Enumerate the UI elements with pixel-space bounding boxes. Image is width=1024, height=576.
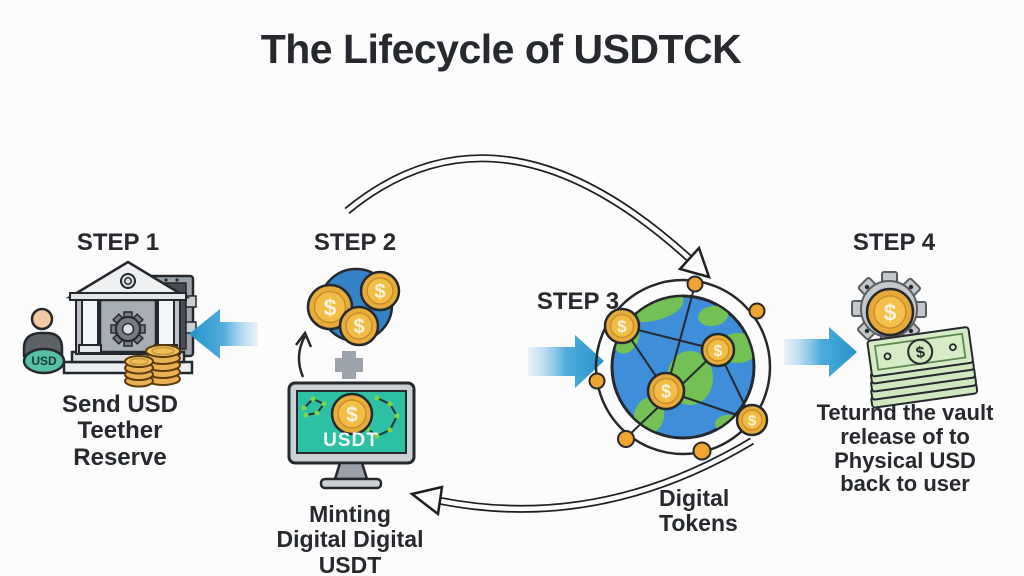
dollar-glyph: $ [324, 294, 337, 320]
globe-network-icon: $ $ $ $ [588, 275, 772, 461]
step-3-label: STEP 3 [536, 288, 620, 315]
gear-bolts [864, 284, 914, 334]
dollar-glyph: $ [617, 317, 627, 336]
step-1-label: STEP 1 [76, 229, 160, 256]
plus-icon [335, 351, 363, 379]
dollar-glyph: $ [714, 343, 723, 360]
cluster-coin-3: $ [338, 305, 380, 347]
network-nodes [588, 275, 766, 461]
step-4-caption: Teturnd the vault release of to Physical… [816, 400, 994, 497]
cluster-coin-2: $ [359, 270, 401, 312]
dollar-glyph: $ [748, 412, 757, 429]
dollar-glyph: $ [661, 381, 671, 401]
arrow-to-step3 [528, 335, 604, 388]
cash-stack-icon: $ [866, 326, 979, 409]
step-2-caption: Minting Digital Digital USDT [276, 501, 424, 576]
usdt-screen-label: USDT [323, 430, 379, 451]
page-title: The Lifecycle of USDTCK [260, 26, 742, 72]
step-2-label: STEP 2 [313, 229, 397, 256]
screen-coin: $ [330, 392, 374, 436]
arrow-to-step4 [784, 327, 857, 377]
monitor-usdt-icon: $ USDT [287, 381, 416, 490]
bank-gear-icon [110, 311, 146, 347]
step-1-caption: Send USD Teether Reserve [61, 391, 178, 471]
mint-up-arrow [295, 330, 313, 378]
cycle-arrow-bottom [409, 437, 755, 517]
step-4-label: STEP 4 [852, 229, 936, 256]
gear-coin-icon: $ [851, 271, 927, 347]
coin-cluster-icon: $ $ $ [306, 267, 401, 347]
arrow-to-step1 [189, 309, 258, 359]
coin-stack-icon [124, 344, 181, 388]
cycle-arrow-top [344, 154, 711, 279]
dollar-glyph: $ [346, 404, 358, 427]
dollar-glyph: $ [915, 344, 926, 362]
step-3-caption: Digital Tokens [659, 485, 738, 537]
blockchain-nodes [301, 395, 400, 439]
dollar-glyph: $ [353, 316, 364, 338]
dollar-glyph: $ [374, 281, 385, 303]
globe-coins: $ $ $ $ [603, 307, 769, 437]
dollar-glyph: $ [884, 299, 897, 325]
user-icon: USD [22, 307, 66, 375]
usd-badge-label: USD [31, 354, 57, 368]
